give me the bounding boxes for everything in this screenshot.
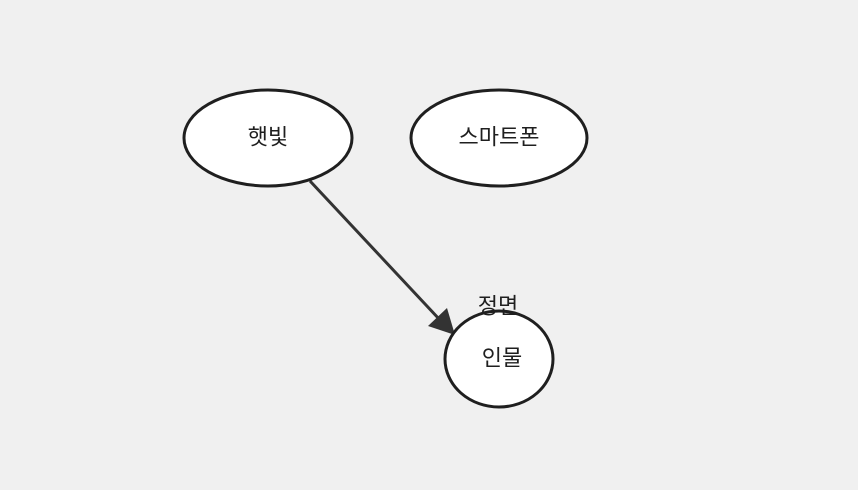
node-person-label: 인물 xyxy=(482,347,522,372)
node-sunlight-shape xyxy=(182,88,354,188)
node-person-shape xyxy=(443,309,555,409)
edge-line xyxy=(308,179,442,322)
node-sunlight[interactable]: 햇빛 xyxy=(182,88,354,188)
edge-sunlight-to-person[interactable] xyxy=(308,179,455,335)
node-smartphone-shape xyxy=(409,88,589,188)
arrow-head-icon xyxy=(428,308,455,335)
node-person[interactable]: 인물 xyxy=(443,309,555,409)
node-smartphone[interactable]: 스마트폰 xyxy=(409,88,589,188)
node-smartphone-label: 스마트폰 xyxy=(459,126,540,151)
edge-label: 정면 xyxy=(478,295,518,320)
node-sunlight-label: 햇빛 xyxy=(248,126,288,151)
